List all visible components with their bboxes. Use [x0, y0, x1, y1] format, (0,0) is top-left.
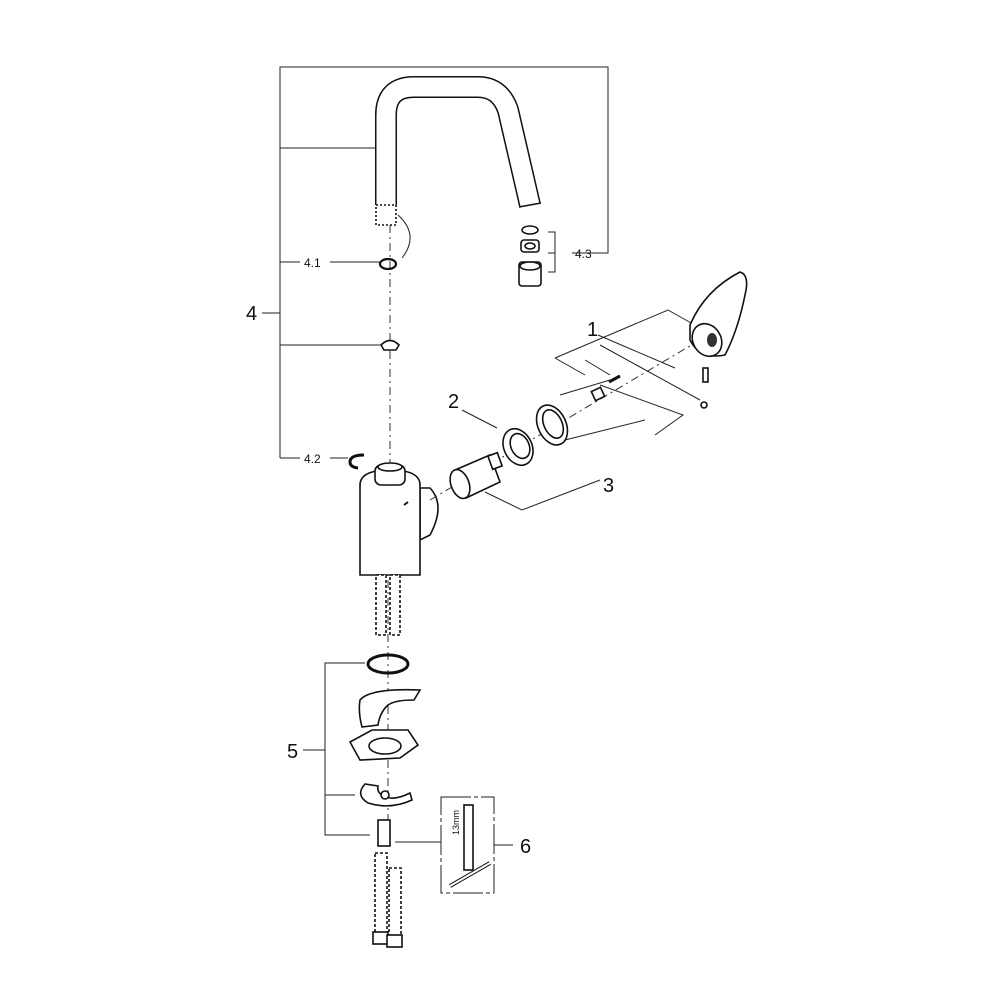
callout-4-3: 4.3	[575, 247, 592, 261]
bracket-5	[303, 662, 370, 836]
horseshoe-washer	[359, 783, 413, 807]
supply-hoses-upper	[375, 574, 401, 636]
hex-plate	[348, 729, 420, 761]
callout-1: 1	[587, 319, 598, 341]
cartridge-nut	[502, 427, 534, 467]
cartridge	[449, 451, 504, 500]
spout-ring	[379, 339, 401, 351]
wrench-box	[440, 796, 513, 894]
aerator-parts	[518, 225, 542, 287]
callout-6: 6	[520, 836, 531, 858]
callout-4-2: 4.2	[304, 452, 321, 466]
cover-ring	[535, 404, 569, 446]
spout	[375, 76, 542, 259]
callout-5: 5	[287, 741, 298, 763]
callout-4-1: 4.1	[304, 256, 321, 270]
callout-3: 3	[603, 475, 614, 497]
lever-handle	[689, 271, 748, 409]
oring-4-1	[378, 257, 398, 271]
supply-hoses-lower	[372, 852, 403, 948]
faucet-body	[359, 462, 439, 576]
callout-4: 4	[246, 303, 257, 325]
bracket-4	[262, 66, 609, 459]
callout-2: 2	[448, 391, 459, 413]
half-washer	[358, 688, 422, 728]
adapter-and-screw	[590, 374, 621, 402]
clip-4-2	[348, 453, 365, 470]
wrench-size-label: 13mm	[451, 810, 461, 835]
base-oring	[366, 653, 410, 675]
threaded-connector	[377, 819, 441, 847]
